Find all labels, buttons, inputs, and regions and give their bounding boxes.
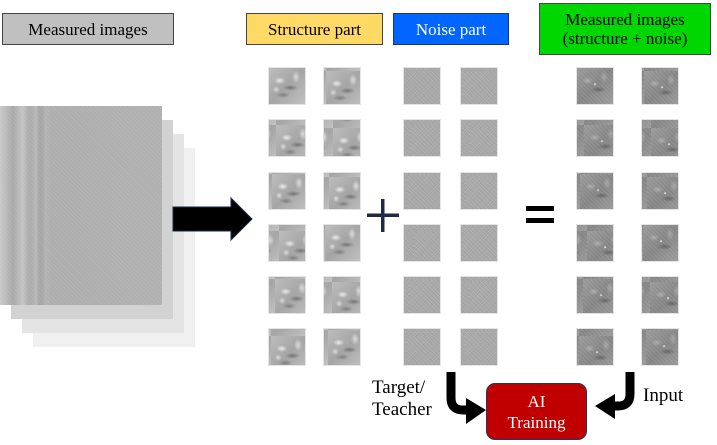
noise-tile <box>403 67 441 105</box>
measured-image-front <box>0 106 162 305</box>
right-arrow-icon <box>172 197 253 241</box>
structure-part-header: Structure part <box>246 13 383 45</box>
target-label-line2: Teacher <box>372 399 432 420</box>
combined-header-line1: Measured images <box>565 10 685 29</box>
target-teacher-label: Target/ Teacher <box>372 377 432 421</box>
noise-tile <box>403 224 441 262</box>
noise-tile <box>460 328 498 366</box>
input-label: Input <box>643 385 684 406</box>
ai-training-line2: Training <box>507 412 566 432</box>
combined-tile <box>576 172 614 210</box>
cell-membrane-edge <box>28 106 44 305</box>
noise-tile <box>460 67 498 105</box>
noise-tile <box>403 172 441 210</box>
structure-tile <box>323 119 361 157</box>
noise-tile <box>460 224 498 262</box>
combined-tile <box>641 119 679 157</box>
combined-header-line2: (structure + noise) <box>562 29 688 48</box>
structure-tile <box>323 328 361 366</box>
noise-part-header: Noise part <box>393 13 509 45</box>
structure-tile <box>268 67 306 105</box>
combined-tile <box>641 276 679 314</box>
structure-tile <box>268 276 306 314</box>
structure-part-header-text: Structure part <box>268 19 361 39</box>
structure-tile <box>323 276 361 314</box>
combined-tile <box>576 119 614 157</box>
noise-part-header-text: Noise part <box>415 19 487 39</box>
noise-tile <box>460 172 498 210</box>
structure-tile <box>268 328 306 366</box>
noise-tile <box>460 119 498 157</box>
ai-training-line1: AI <box>527 391 546 411</box>
combined-tile <box>641 67 679 105</box>
noise-tile <box>460 276 498 314</box>
curved-arrow-right-icon <box>446 372 486 424</box>
combined-images-header: Measured images (structure + noise) <box>539 3 711 55</box>
equals-icon <box>526 206 554 223</box>
noise-tile <box>403 328 441 366</box>
combined-tile <box>576 67 614 105</box>
structure-tile <box>268 172 306 210</box>
structure-tile <box>323 172 361 210</box>
ai-training-box: AI Training <box>486 383 587 440</box>
combined-tile <box>576 276 614 314</box>
noise-tile <box>403 276 441 314</box>
measured-images-header-text: Measured images <box>28 19 148 39</box>
structure-tile <box>268 224 306 262</box>
noise-tile <box>403 119 441 157</box>
combined-tile <box>576 328 614 366</box>
structure-tile <box>323 67 361 105</box>
target-label-line1: Target/ <box>372 377 426 398</box>
structure-tile <box>268 119 306 157</box>
structure-tile <box>323 224 361 262</box>
combined-tile <box>641 172 679 210</box>
combined-tile <box>641 328 679 366</box>
combined-tile <box>576 224 614 262</box>
combined-tile <box>641 224 679 262</box>
plus-icon <box>367 199 399 232</box>
measured-images-header: Measured images <box>2 13 174 45</box>
curved-arrow-left-icon <box>595 372 635 419</box>
